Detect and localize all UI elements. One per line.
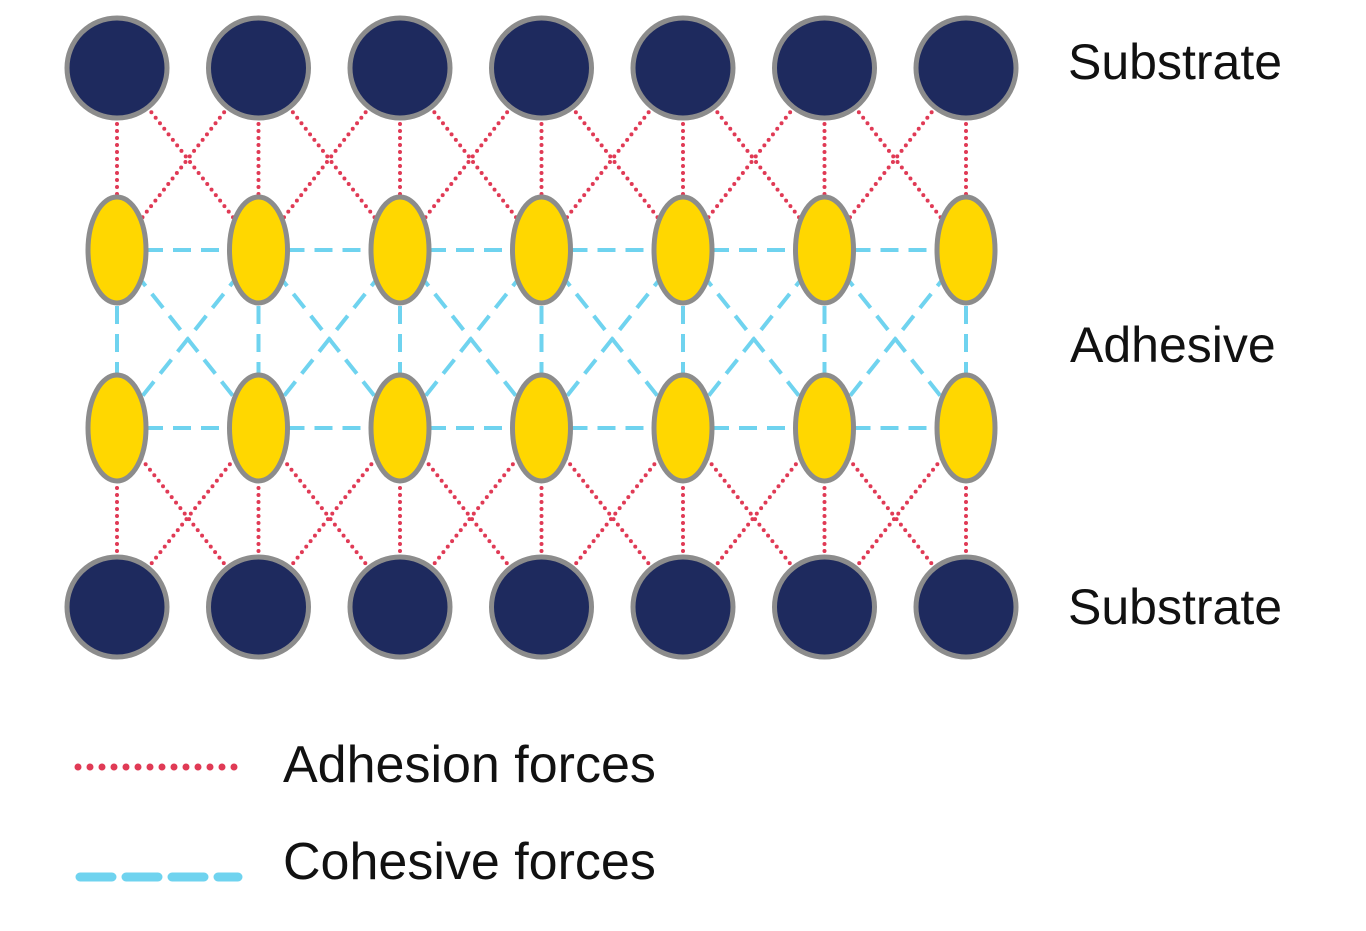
adhesive-molecule-lower bbox=[510, 372, 573, 484]
top-substrate-molecule bbox=[913, 15, 1019, 121]
adhesive-label: Adhesive bbox=[1070, 317, 1276, 373]
legend: Adhesion forces Cohesive forces bbox=[74, 736, 656, 891]
top-substrate-row bbox=[64, 15, 1019, 121]
adhesive-molecule-lower bbox=[651, 372, 715, 484]
bottom-substrate-molecule bbox=[64, 554, 170, 660]
adhesive-molecule-upper bbox=[934, 194, 998, 306]
bottom-substrate-molecule bbox=[630, 554, 736, 660]
top-substrate-molecule bbox=[772, 15, 877, 121]
adhesive-molecule-upper bbox=[651, 194, 715, 306]
adhesive-molecule-lower bbox=[368, 372, 432, 484]
adhesive-molecule-lower bbox=[227, 372, 290, 484]
bottom-substrate-molecule bbox=[347, 554, 453, 660]
adhesive-molecule-upper bbox=[227, 194, 290, 306]
top-substrate-molecule bbox=[489, 15, 594, 121]
top-substrate-molecule bbox=[64, 15, 170, 121]
top-substrate-label: Substrate bbox=[1068, 34, 1282, 90]
adhesive-molecule-upper bbox=[368, 194, 432, 306]
adhesive-molecule-lower bbox=[934, 372, 998, 484]
bottom-substrate-row bbox=[64, 554, 1019, 660]
top-substrate-molecule bbox=[347, 15, 453, 121]
bottom-substrate-label: Substrate bbox=[1068, 579, 1282, 635]
adhesive-molecule-upper bbox=[793, 194, 856, 306]
adhesive-molecule-lower bbox=[85, 372, 149, 484]
bottom-substrate-molecule bbox=[913, 554, 1019, 660]
legend-cohesion-label: Cohesive forces bbox=[283, 833, 656, 891]
adhesive-molecules bbox=[85, 194, 998, 484]
bottom-substrate-molecule bbox=[772, 554, 877, 660]
bottom-substrate-molecule bbox=[489, 554, 594, 660]
top-substrate-molecule bbox=[206, 15, 311, 121]
bottom-substrate-molecule bbox=[206, 554, 311, 660]
adhesive-molecule-upper bbox=[510, 194, 573, 306]
top-substrate-molecule bbox=[630, 15, 736, 121]
legend-adhesion-label: Adhesion forces bbox=[283, 736, 656, 794]
adhesive-molecule-upper bbox=[85, 194, 149, 306]
adhesive-molecule-lower bbox=[793, 372, 856, 484]
